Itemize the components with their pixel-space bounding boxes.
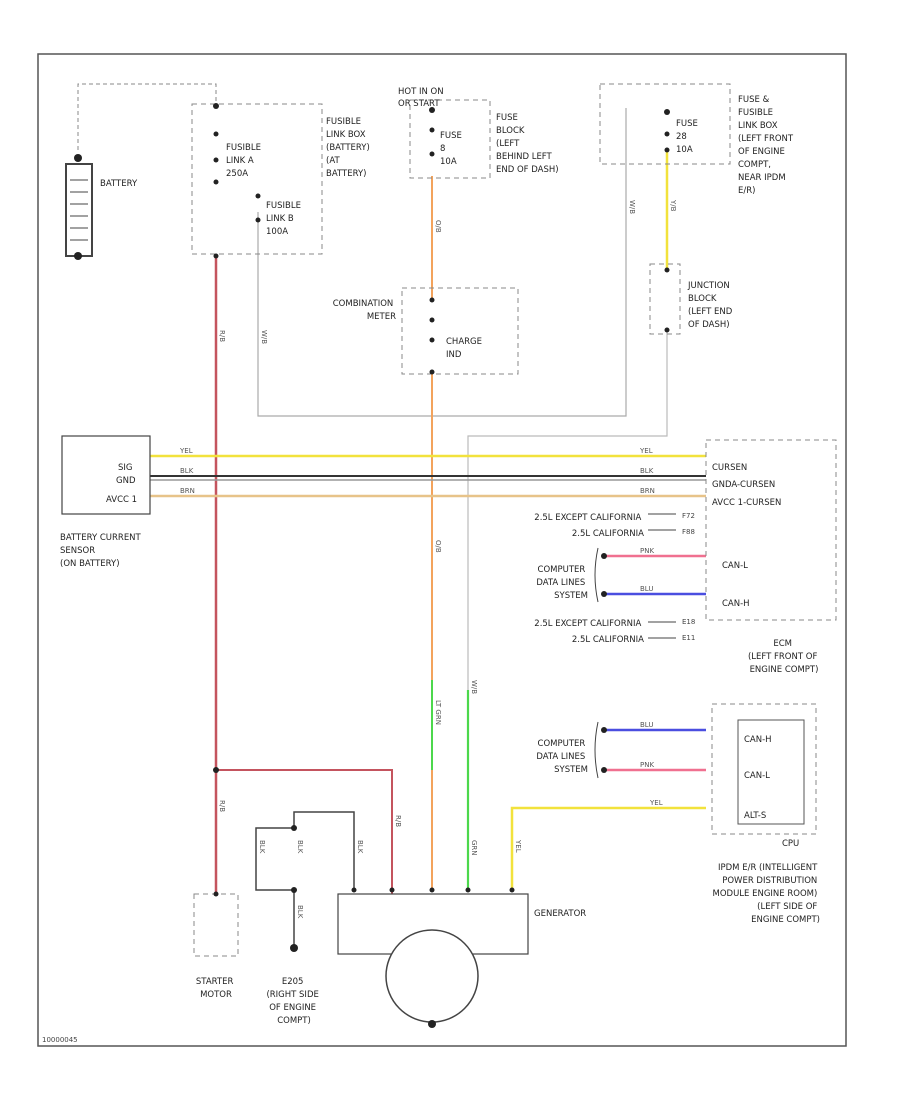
ecm-pins-label: CURSEN GNDA-CURSEN AVCC 1-CURSEN [712, 463, 781, 508]
battery-current-sensor-label: BATTERY CURRENT SENSOR (ON BATTERY) [60, 533, 143, 569]
wire-label-yellow: Y/B [669, 199, 677, 212]
wire-label-yel-gen: YEL [514, 839, 522, 853]
wire-label-pink-ecm: PNK [640, 547, 654, 555]
fusible-link-box [191, 103, 323, 255]
ipdm-label: IPDM E/R (INTELLIGENT POWER DISTRIBUTION… [713, 863, 821, 925]
junction-block-label: JUNCTION BLOCK (LEFT END OF DASH) [687, 281, 735, 330]
generator-symbol [385, 929, 479, 1023]
wire-label-white-junction: W/B [470, 680, 478, 694]
wire-label-blk-3: BLK [296, 905, 304, 919]
fuse-link-box-left-label: FUSE & FUSIBLE LINK BOX (LEFT FRONT OF E… [738, 95, 796, 196]
wire-label-orange: O/B [434, 220, 442, 233]
wire-label-blk-4: BLK [356, 840, 364, 854]
combination-meter-label: COMBINATION METER [333, 299, 396, 322]
combination-meter-box [401, 287, 519, 375]
ipdm-cpu-box [737, 719, 805, 825]
fusible-link-b-label: FUSIBLE LINK B 100A [266, 201, 304, 237]
wire-label-blk-1: BLK [258, 840, 266, 854]
wire-label-white-right: W/B [628, 200, 636, 214]
wire-label-yel-sig-right: YEL [639, 447, 653, 455]
wire-label-blue-ipdm: BLU [640, 721, 653, 729]
computer-data-2-label: COMPUTER DATA LINES SYSTEM [536, 739, 588, 775]
battery-current-sensor-box [61, 435, 151, 515]
ecm-label: ECM (LEFT FRONT OF ENGINE COMPT) [748, 639, 820, 675]
starter-motor-box [193, 893, 239, 957]
wire-label-orange-mid: O/B [434, 540, 442, 553]
wire-label-blue-ecm: BLU [640, 585, 653, 593]
wire-ground-loop [255, 827, 294, 891]
wire-label-blk-gnd-right: BLK [640, 467, 654, 475]
wire-battery-link [77, 83, 217, 150]
ecm-box [705, 439, 837, 621]
ecm-pin-can-h: CAN-H [722, 599, 750, 609]
calif-arrows [648, 513, 676, 639]
fuse-block-label: FUSE BLOCK (LEFT BEHIND LEFT END OF DASH… [496, 113, 559, 175]
wire-white-loop [257, 108, 627, 417]
calif-a-pins: F72 F88 [682, 512, 697, 536]
wire-red-generator [216, 769, 393, 894]
footer-code: 10000045 [42, 1036, 78, 1044]
wire-label-white: W/B [260, 330, 268, 344]
sensor-pins-label: SIG GND AVCC 1 [106, 463, 138, 505]
wire-yellow-ipdm [510, 806, 706, 890]
charge-ind-label: CHARGE IND [446, 337, 485, 360]
ipdm-pins-label: CAN-H CAN-L ALT-S [744, 735, 774, 821]
wire-label-blk-2: BLK [296, 840, 304, 854]
calif-b-pins: E18 E11 [682, 618, 698, 642]
ipdm-cpu-label: CPU [782, 839, 799, 849]
battery-symbol [65, 163, 93, 257]
wire-label-brn: BRN [180, 487, 195, 495]
battery-label: BATTERY [100, 179, 138, 189]
wire-label-red: R/B [218, 330, 226, 342]
wire-label-grn: GRN [470, 840, 478, 856]
fusible-box-label: FUSIBLE LINK BOX (BATTERY) (AT BATTERY) [326, 117, 372, 179]
diagram-frame [37, 53, 847, 1047]
wire-label-red-lower: R/B [218, 800, 226, 812]
hot-in-on-label: HOT IN ON OR START [398, 87, 446, 109]
fuse-link-box-left [599, 83, 731, 165]
junction-block-box [649, 263, 681, 335]
fuse-20a-label: FUSE 28 10A [676, 119, 701, 155]
fuse-block-box [409, 99, 491, 179]
ground-label: E205 (RIGHT SIDE OF ENGINE COMPT) [266, 977, 321, 1026]
connector-dots [74, 103, 670, 1028]
wire-ground-gen [293, 811, 355, 890]
wire-label-yel-ipdm: YEL [649, 799, 663, 807]
starter-motor-label: STARTER MOTOR [196, 977, 236, 1000]
wire-label-blk-gnd: BLK [180, 467, 194, 475]
calif-b-label: 2.5L EXCEPT CALIFORNIA 2.5L CALIFORNIA [534, 619, 644, 645]
wire-label-yel-sig: YEL [179, 447, 193, 455]
calif-a-label: 2.5L EXCEPT CALIFORNIA 2.5L CALIFORNIA [534, 513, 644, 539]
fusible-link-a-label: FUSIBLE LINK A 250A [226, 143, 264, 179]
system-brackets [594, 547, 599, 779]
wire-label-green: LT GRN [434, 700, 442, 725]
wire-label-red-gen: R/B [394, 815, 402, 827]
ecm-pin-can-l: CAN-L [722, 561, 748, 571]
battery-cells [70, 179, 88, 241]
fuse-10a-label: FUSE 8 10A [440, 131, 465, 167]
wire-white-junction [467, 330, 668, 690]
computer-data-1-label: COMPUTER DATA LINES SYSTEM [536, 565, 588, 601]
wire-label-pink-ipdm: PNK [640, 761, 654, 769]
wire-label-brn-right: BRN [640, 487, 655, 495]
generator-label: GENERATOR [534, 909, 586, 919]
